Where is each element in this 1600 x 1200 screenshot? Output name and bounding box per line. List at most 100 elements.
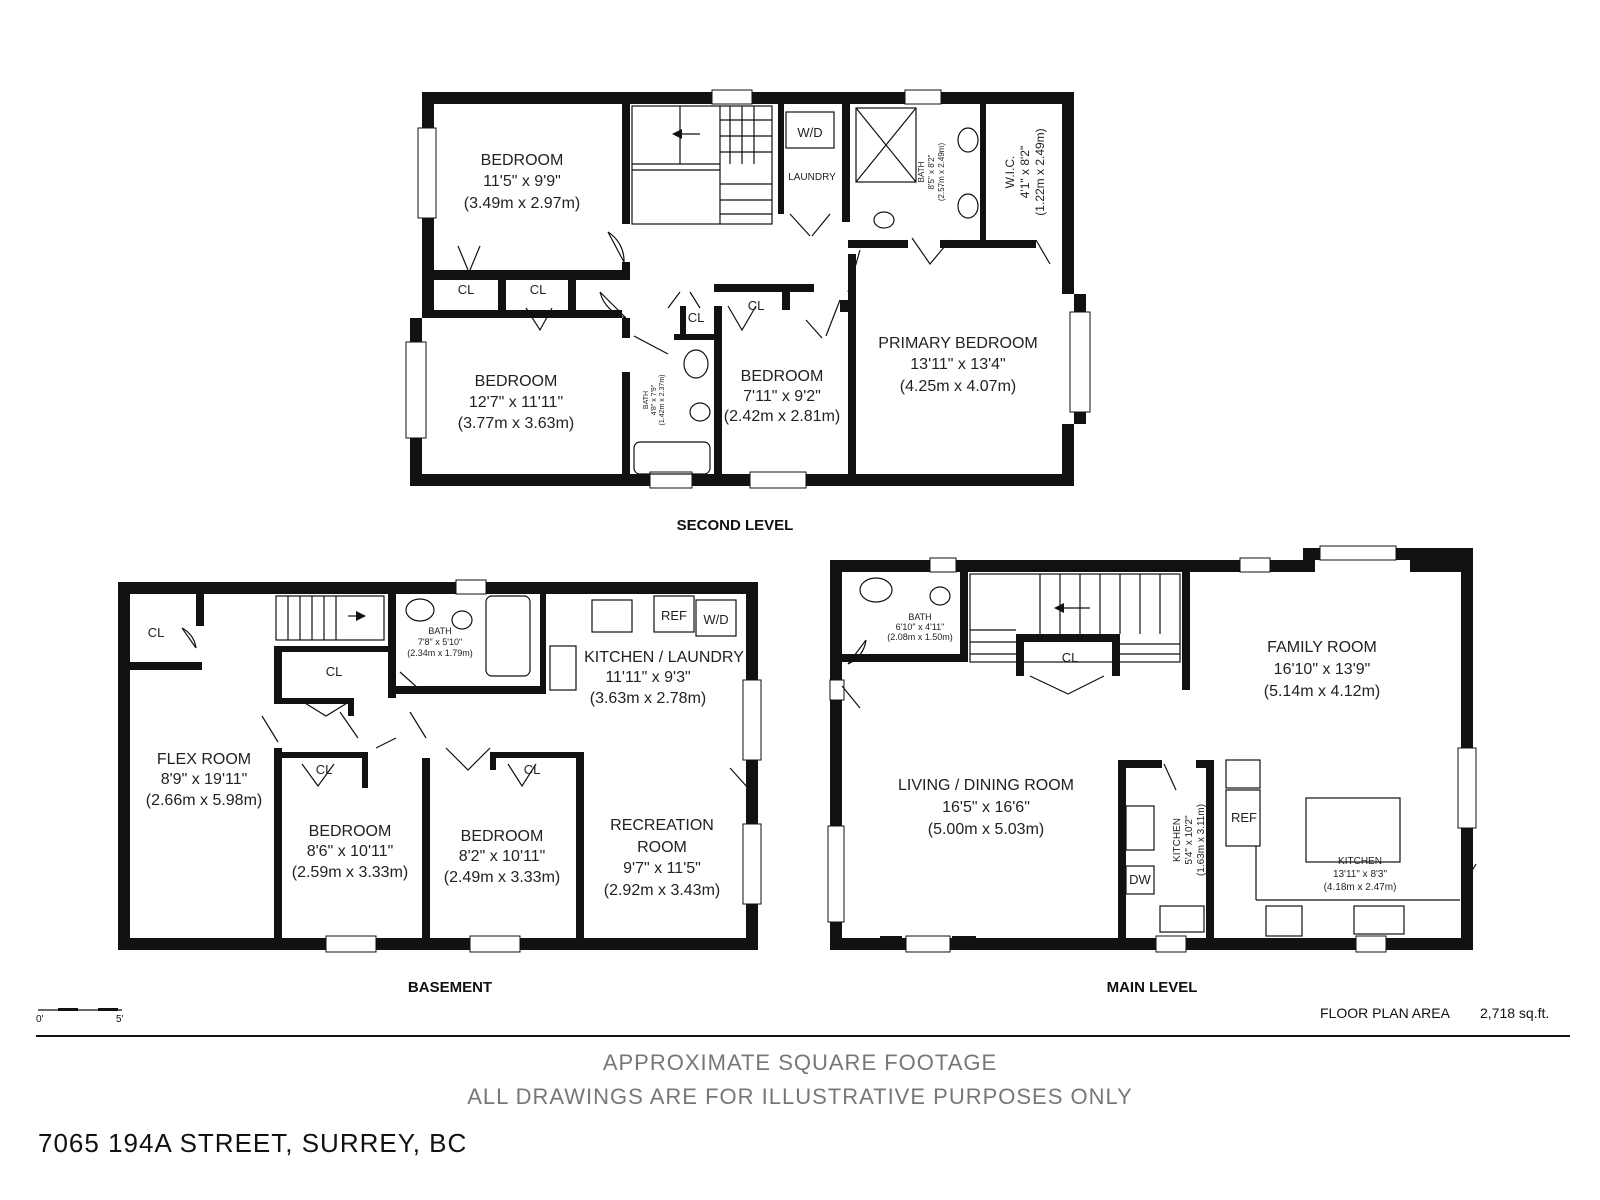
sink-icon — [1353, 905, 1405, 935]
room-name: BEDROOM — [475, 373, 558, 390]
closet-label: CL — [524, 762, 541, 777]
ensuite-bath-label: BATH 8'5" x 8'2" (2.57m x 2.49m) — [917, 143, 946, 202]
disclaimer-line-2: ALL DRAWINGS ARE FOR ILLUSTRATIVE PURPOS… — [467, 1084, 1133, 1109]
room-metric: (2.66m x 5.98m) — [146, 792, 262, 809]
room-dimensions: 11'11" x 9'3" — [605, 669, 690, 686]
stove-icon — [591, 599, 633, 633]
room-name: ROOM — [637, 839, 687, 856]
closet-label: CL — [458, 282, 475, 297]
level-title: BASEMENT — [408, 979, 492, 996]
room-dimensions: 13'11" x 13'4" — [910, 356, 1005, 373]
room-dimensions: 7'11" x 9'2" — [743, 388, 821, 405]
refrigerator-icon — [653, 595, 695, 633]
toilet-icon — [929, 586, 951, 606]
room-name: KITCHEN — [1338, 856, 1382, 867]
room-name: BEDROOM — [461, 828, 544, 845]
level-title: MAIN LEVEL — [1107, 979, 1198, 996]
room-name: PRIMARY BEDROOM — [878, 335, 1037, 352]
scale-bar: 0' 5' — [36, 1008, 124, 1025]
sink-icon — [957, 127, 979, 153]
sink-icon — [549, 645, 577, 691]
refrigerator-icon — [1225, 789, 1261, 847]
room-metric: (2.57m x 2.49m) — [937, 143, 946, 202]
room-dimensions: 11'5" x 9'9" — [483, 173, 561, 190]
washer-dryer-label: W/D — [797, 125, 822, 140]
laundry-label: LAUNDRY — [788, 172, 836, 183]
room-metric: (2.42m x 2.81m) — [724, 408, 840, 425]
room-metric: (1.42m x 2.37m) — [659, 375, 666, 426]
shower-icon — [855, 107, 917, 183]
room-metric: (3.63m x 2.78m) — [590, 690, 706, 707]
room-dimensions: 4'1" x 8'2" — [1018, 146, 1032, 198]
bathtub-icon — [485, 595, 531, 677]
scale-end: 5' — [116, 1014, 124, 1025]
room-dimensions: 4'8" x 7'9" — [651, 384, 658, 415]
hall-bath-label: BATH 4'8" x 7'9" (1.42m x 2.37m) — [643, 375, 666, 426]
room-name: KITCHEN / LAUNDRY — [584, 649, 744, 666]
room-dimensions: 8'5" x 8'2" — [927, 154, 936, 189]
room-dimensions: 16'5" x 16'6" — [942, 799, 1030, 816]
closet-label: CL — [530, 282, 547, 297]
stairs — [275, 595, 385, 641]
room-metric: (2.92m x 3.43m) — [604, 882, 720, 899]
room-metric: (5.14m x 4.12m) — [1264, 683, 1380, 700]
room-name: FLEX ROOM — [157, 751, 251, 768]
room-name: BATH — [428, 626, 451, 636]
sink-icon — [957, 193, 979, 219]
kitchen-island-icon — [1305, 797, 1401, 863]
sink-icon — [405, 598, 435, 622]
toilet-icon — [451, 610, 473, 630]
room-metric: (3.77m x 3.63m) — [458, 415, 574, 432]
room-metric: (1.22m x 2.49m) — [1033, 128, 1047, 215]
room-name: BATH — [908, 612, 931, 622]
room-name: KITCHEN — [1172, 818, 1183, 862]
room-name: RECREATION — [610, 817, 714, 834]
room-name: BATH — [643, 391, 650, 409]
basement-plan — [118, 579, 762, 953]
level-title: SECOND LEVEL — [677, 517, 794, 534]
property-address: 7065 194A STREET, SURREY, BC — [38, 1128, 467, 1158]
room-metric: (3.49m x 2.97m) — [464, 195, 580, 212]
room-dimensions: 5'4" x 10'2" — [1184, 815, 1195, 865]
bathtub-icon — [633, 441, 711, 475]
room-metric: (4.25m x 4.07m) — [900, 378, 1016, 395]
main-level-plan — [827, 545, 1477, 953]
closet-label: CL — [748, 298, 765, 313]
washer-dryer-icon — [695, 599, 737, 637]
floor-area-label: FLOOR PLAN AREA — [1320, 1005, 1451, 1021]
stairs — [969, 573, 1181, 663]
washer-dryer-label: W/D — [703, 612, 728, 627]
closet-label: CL — [316, 762, 333, 777]
washer-dryer-icon — [785, 111, 835, 149]
closet-label: CL — [688, 310, 705, 325]
room-dimensions: 13'11" x 8'3" — [1333, 869, 1388, 880]
room-name: BATH — [917, 161, 926, 182]
sink-icon — [683, 349, 709, 379]
stove-icon — [1125, 805, 1155, 851]
room-metric: (2.08m x 1.50m) — [887, 632, 953, 642]
toilet-icon — [873, 211, 895, 229]
stove-icon — [1265, 905, 1303, 937]
refrigerator-label: REF — [1231, 810, 1257, 825]
wic-label: W.I.C. 4'1" x 8'2" (1.22m x 2.49m) — [1003, 128, 1047, 215]
room-dimensions: 7'8" x 5'10" — [418, 637, 462, 647]
scale-start: 0' — [36, 1014, 44, 1025]
refrigerator-label: REF — [661, 608, 687, 623]
room-dimensions: 8'6" x 10'11" — [307, 843, 394, 860]
room-name: BEDROOM — [481, 152, 564, 169]
room-metric: (2.59m x 3.33m) — [292, 864, 408, 881]
room-dimensions: 9'7" x 11'5" — [623, 860, 701, 877]
room-metric: (1.63m x 3.11m) — [1196, 804, 1207, 876]
disclaimer-line-1: APPROXIMATE SQUARE FOOTAGE — [603, 1050, 997, 1075]
closet-label: CL — [1062, 650, 1079, 665]
room-metric: (5.00m x 5.03m) — [928, 821, 1044, 838]
room-name: BEDROOM — [741, 368, 824, 385]
room-name: FAMILY ROOM — [1267, 639, 1377, 656]
second-level-plan — [405, 89, 1091, 489]
room-dimensions: 8'2" x 10'11" — [459, 848, 546, 865]
room-dimensions: 6'10" x 4'11" — [896, 622, 945, 632]
room-metric: (4.18m x 2.47m) — [1324, 882, 1397, 893]
room-dimensions: 8'9" x 19'11" — [161, 771, 248, 788]
